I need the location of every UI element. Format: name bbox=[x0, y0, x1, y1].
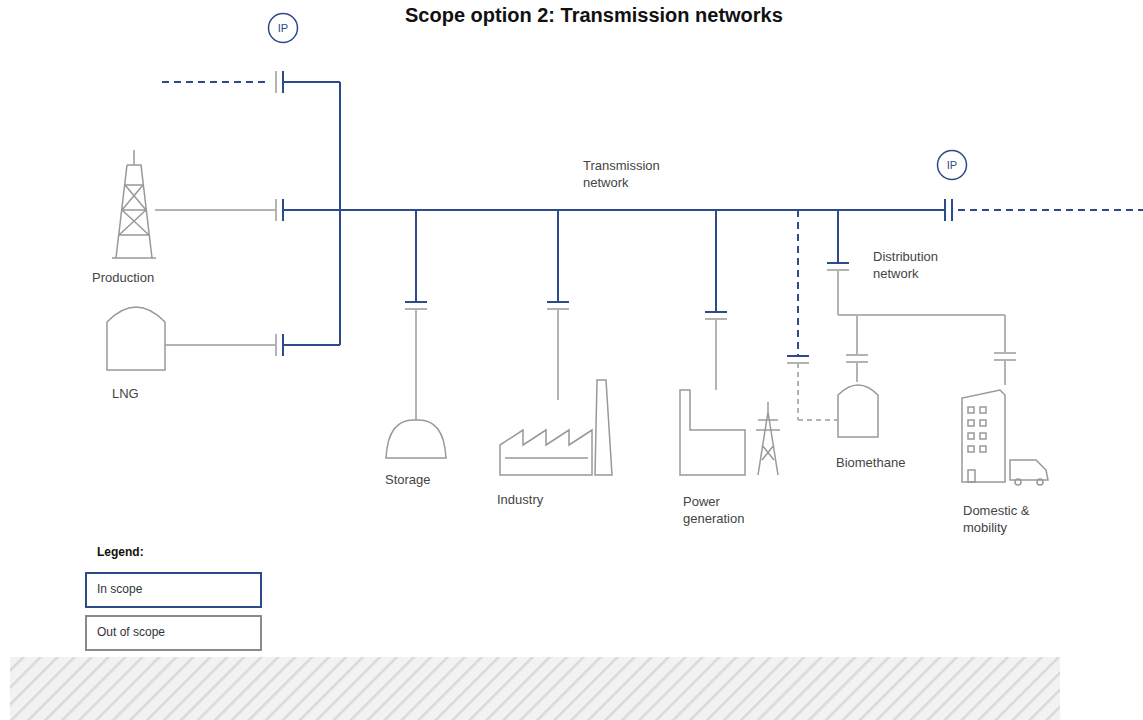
legend-text: In scope bbox=[97, 582, 142, 596]
component-label: Production bbox=[92, 270, 154, 287]
component-label: Legend: bbox=[97, 545, 144, 561]
legend-entry: Out of scope bbox=[85, 615, 262, 651]
component-label: Storage bbox=[385, 472, 431, 489]
component-label: Domestic & mobility bbox=[963, 503, 1048, 537]
component-label: LNG bbox=[112, 386, 139, 403]
component-label: Biomethane bbox=[836, 455, 905, 472]
component-label: Industry bbox=[497, 492, 543, 509]
diagram-title: Scope option 2: Transmission networks bbox=[405, 2, 783, 28]
component-label: Transmission network bbox=[583, 158, 683, 192]
legend-entry: In scope bbox=[85, 572, 262, 608]
component-label: Distribution network bbox=[873, 249, 973, 283]
interconnection-point: IP bbox=[936, 149, 968, 181]
node-label: IP bbox=[947, 159, 957, 171]
interconnection-point: IP bbox=[267, 12, 299, 44]
component-label: Power generation bbox=[683, 494, 768, 528]
node-label: IP bbox=[278, 22, 288, 34]
legend-text: Out of scope bbox=[97, 625, 165, 639]
